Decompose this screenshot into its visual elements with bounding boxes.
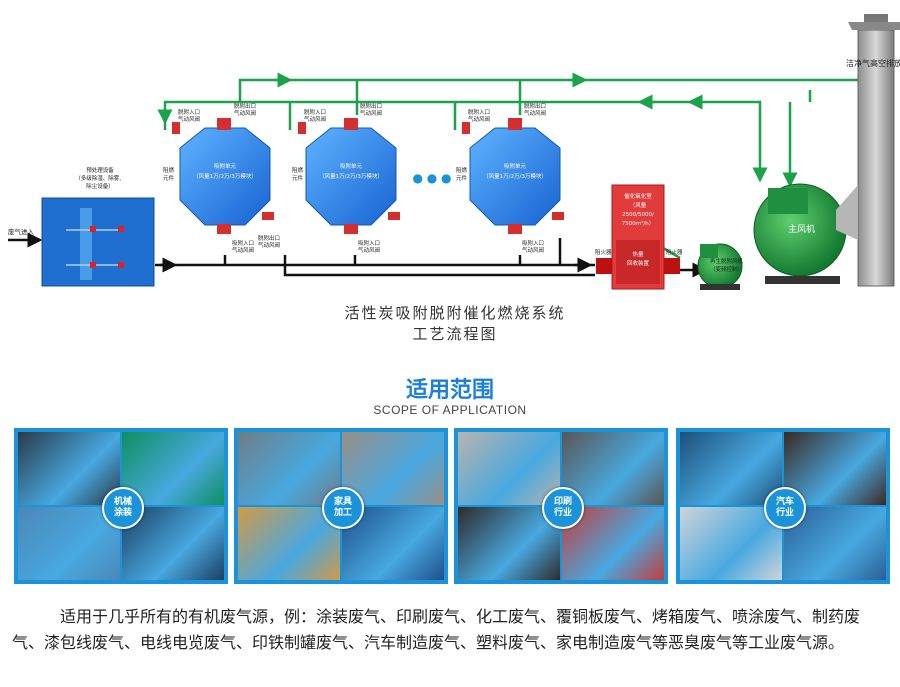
scope-badge-line-2: 涂装	[113, 508, 132, 518]
scope-badge-line-2: 行业	[775, 508, 794, 518]
valve-desorb-in-1b: 气动风阀	[178, 115, 200, 123]
flame-arrestor-right-label: 阻火器	[666, 248, 683, 256]
catalytic-label-3: 2500/5000/	[622, 212, 654, 218]
valve-adsorb-in-1a: 吸附入口	[232, 239, 254, 247]
adsorb-unit-3-name: 吸附单元	[504, 162, 527, 170]
scope-photo	[680, 432, 782, 505]
catalytic-label-4: 7500m³/h）	[622, 220, 654, 227]
exhaust-stack	[836, 14, 900, 287]
scope-photo	[18, 507, 120, 580]
valve-desorb-out-2b: 气动风阀	[360, 109, 382, 117]
process-flow-diagram: 废气进入 预处理设备 （多级除湿、除雾、 除尘设备） 吸附单元 （风量1万/2万…	[8, 14, 900, 290]
scope-card-4: 汽车行业	[676, 428, 890, 584]
valve-desorb-out-1a: 脱附出口	[234, 102, 256, 110]
scope-badge: 汽车行业	[764, 487, 806, 529]
flame-arrestor-3b: 元件	[456, 174, 468, 182]
valve-desorb-out-3a: 脱附出口	[524, 102, 546, 110]
scope-card-3: 印刷行业	[454, 428, 668, 584]
scope-card-1: 机械涂装	[14, 428, 228, 584]
valve-adsorb-in-3b: 气动风阀	[522, 246, 544, 254]
flame-arrestor-1a: 阻燃	[163, 166, 175, 174]
adsorb-unit-2-name: 吸附单元	[340, 162, 363, 170]
scope-badge-line-2: 行业	[553, 508, 572, 518]
pretreat-label-2: （多级除湿、除雾、	[75, 174, 125, 182]
scope-photo	[18, 432, 120, 505]
scope-badge-label: 印刷行业	[554, 497, 572, 519]
catalytic-label-2: （风量	[630, 202, 647, 209]
inlet-label: 废气进入	[8, 227, 35, 236]
diagram-caption: 活性炭吸附脱附催化燃烧系统工艺流程图	[344, 304, 566, 343]
pretreatment-unit	[41, 197, 155, 287]
scope-badge-line-1: 印刷	[553, 497, 572, 507]
scope-photo	[562, 432, 664, 505]
valve-adsorb-in-3a: 吸附入口	[522, 239, 544, 247]
adsorption-unit-2	[298, 118, 400, 234]
scope-card-2: 家具加工	[234, 428, 448, 584]
valve-desorb-in-3b: 气动风阀	[468, 115, 490, 123]
scope-photo	[238, 507, 340, 580]
adsorb-unit-2-capacity: （风量1万/2万/3万模块）	[319, 172, 383, 180]
adsorption-unit-3	[462, 118, 564, 234]
flame-arrestor-3a: 阻燃	[456, 166, 468, 174]
scope-badge-line-1: 机械	[113, 497, 132, 507]
scope-badge-line-1: 家具	[333, 497, 352, 507]
valve-desorb-in-2b: 气动风阀	[304, 115, 326, 123]
valve-adsorb-in-1b: 气动风阀	[232, 246, 254, 254]
scope-photo	[784, 432, 886, 505]
scope-badge-line-1: 汽车	[775, 497, 794, 507]
regen-fan-label-1: 再生脱附风机	[710, 257, 744, 265]
valve-desorb-out-2a: 脱附出口	[360, 102, 382, 110]
flame-arrestor-2a: 阻燃	[292, 166, 304, 174]
catalytic-oxidation-chamber	[596, 184, 680, 290]
adsorption-unit-1	[172, 118, 274, 234]
scope-photo	[680, 507, 782, 580]
regen-fan-label-2: （变频控制）	[710, 265, 743, 273]
scope-photo	[458, 507, 560, 580]
valve-desorb-out-1b: 气动风阀	[234, 109, 256, 117]
valve-desorb-out-3b: 气动风阀	[524, 109, 546, 117]
adsorb-unit-1-name: 吸附单元	[214, 162, 237, 170]
heat-exchange-label-1: 热量	[632, 250, 644, 258]
stack-label: 洁净气高空排放	[846, 58, 900, 68]
scope-badge-label: 家具加工	[334, 497, 352, 519]
valve-adsorb-out-1b: 气动风阀	[258, 241, 280, 249]
valve-desorb-in-3a: 脱附入口	[468, 108, 490, 116]
more-units-ellipsis: ● ● ●	[412, 171, 451, 185]
main-fan	[753, 183, 847, 284]
pretreat-label-3: 除尘设备）	[86, 182, 114, 190]
valve-adsorb-out-1a: 脱附出口	[258, 234, 280, 242]
scope-badge: 家具加工	[322, 487, 364, 529]
scope-subtitle: SCOPE OF APPLICATION	[373, 403, 527, 417]
regeneration-fan	[697, 243, 743, 290]
scope-badge-line-2: 加工	[333, 508, 352, 518]
valve-adsorb-in-2b: 气动风阀	[358, 246, 380, 254]
pretreat-label-1: 预处理设备	[86, 166, 114, 174]
valve-desorb-in-1a: 脱附入口	[178, 108, 200, 116]
flame-arrestor-left-label: 阻火器	[595, 248, 612, 256]
scope-photo	[458, 432, 560, 505]
heat-exchange-label-2: 回收装置	[627, 259, 650, 267]
scope-photo	[342, 432, 444, 505]
adsorb-unit-1-capacity: （风量1万/2万/3万模块）	[193, 172, 257, 180]
main-fan-label: 主风机	[788, 223, 815, 235]
valve-adsorb-in-2a: 吸附入口	[358, 239, 380, 247]
scope-title: 适用范围	[405, 378, 494, 403]
scope-description: 适用于几乎所有的有机废气源，例：涂装废气、印刷废气、化工废气、覆铜板废气、烤箱废…	[12, 607, 861, 652]
catalytic-label-1: 催化氧化室	[624, 192, 652, 200]
valve-desorb-in-2a: 脱附入口	[304, 108, 326, 116]
scope-photo	[238, 432, 340, 505]
scope-badge: 印刷行业	[542, 487, 584, 529]
scope-photo	[122, 432, 224, 505]
scope-badge-label: 机械涂装	[114, 497, 132, 519]
scope-badge-label: 汽车行业	[776, 497, 794, 519]
flame-arrestor-2b: 元件	[292, 174, 304, 182]
scope-badge: 机械涂装	[102, 487, 144, 529]
adsorb-unit-3-capacity: （风量1万/2万/3万模块）	[483, 172, 547, 180]
flame-arrestor-1b: 元件	[163, 174, 175, 182]
